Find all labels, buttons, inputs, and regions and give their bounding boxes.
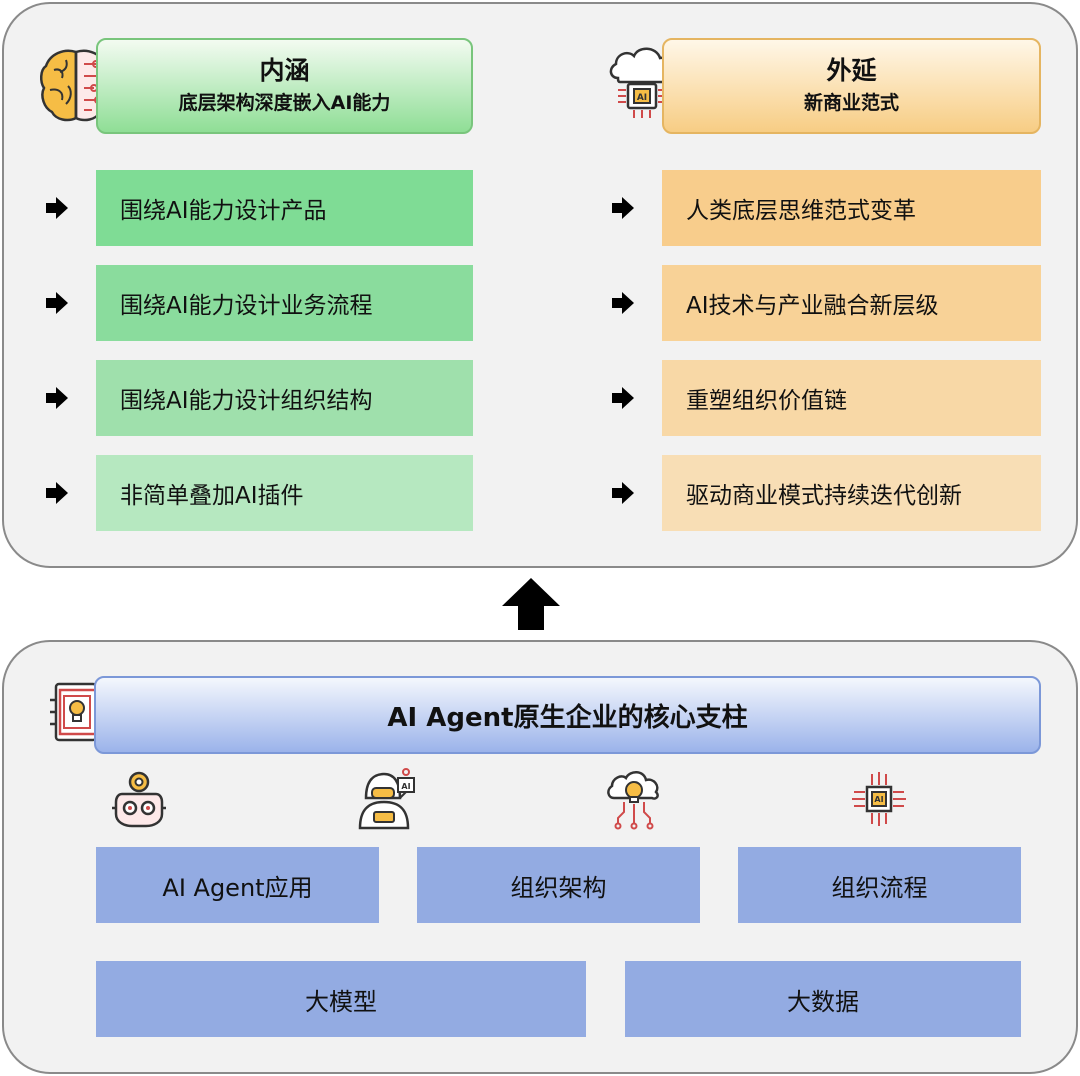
right-item-2: 重塑组织价值链 — [662, 360, 1041, 436]
inner-meaning-title: 内涵 — [259, 56, 310, 85]
left-item-3: 非简单叠加AI插件 — [96, 455, 473, 531]
svg-text:AI: AI — [401, 782, 410, 791]
arrow-right-icon — [612, 482, 634, 504]
extension-title: 外延 — [826, 56, 877, 85]
left-item-0: 围绕AI能力设计产品 — [96, 170, 473, 246]
ai-chip-icon: AI — [852, 772, 906, 826]
arrow-right-icon — [46, 482, 68, 504]
extension-header: 外延 新商业范式 — [662, 38, 1041, 134]
arrow-up-icon — [502, 578, 560, 630]
cloud-bulb-circuit-icon — [607, 771, 659, 830]
inner-meaning-subtitle: 底层架构深度嵌入AI能力 — [178, 92, 391, 114]
right-item-1: AI技术与产业融合新层级 — [662, 265, 1041, 341]
svg-text:AI: AI — [874, 795, 883, 804]
svg-text:AI: AI — [637, 93, 647, 103]
arrow-right-icon — [46, 387, 68, 409]
extension-subtitle: 新商业范式 — [803, 92, 899, 114]
pillar-org-structure: 组织架构 — [417, 847, 700, 923]
cloud-chip-icon: AI — [609, 47, 674, 118]
arrow-right-icon — [612, 292, 634, 314]
left-item-2: 围绕AI能力设计组织结构 — [96, 360, 473, 436]
arrow-right-icon — [46, 292, 68, 314]
inner-meaning-header: 内涵 底层架构深度嵌入AI能力 — [96, 38, 473, 134]
arrow-right-icon — [612, 197, 634, 219]
right-item-3: 驱动商业模式持续迭代创新 — [662, 455, 1041, 531]
robot-gear-icon — [112, 771, 166, 828]
core-pillars-title: AI Agent原生企业的核心支柱 — [94, 676, 1041, 754]
left-item-1: 围绕AI能力设计业务流程 — [96, 265, 473, 341]
right-item-0: 人类底层思维范式变革 — [662, 170, 1041, 246]
ai-robot-icon: AI — [358, 768, 415, 830]
pillar-ai-agent-app: AI Agent应用 — [96, 847, 379, 923]
arrow-right-icon — [46, 197, 68, 219]
pillar-org-process: 组织流程 — [738, 847, 1021, 923]
foundation-big-data: 大数据 — [625, 961, 1021, 1037]
arrow-right-icon — [612, 387, 634, 409]
foundation-large-model: 大模型 — [96, 961, 586, 1037]
